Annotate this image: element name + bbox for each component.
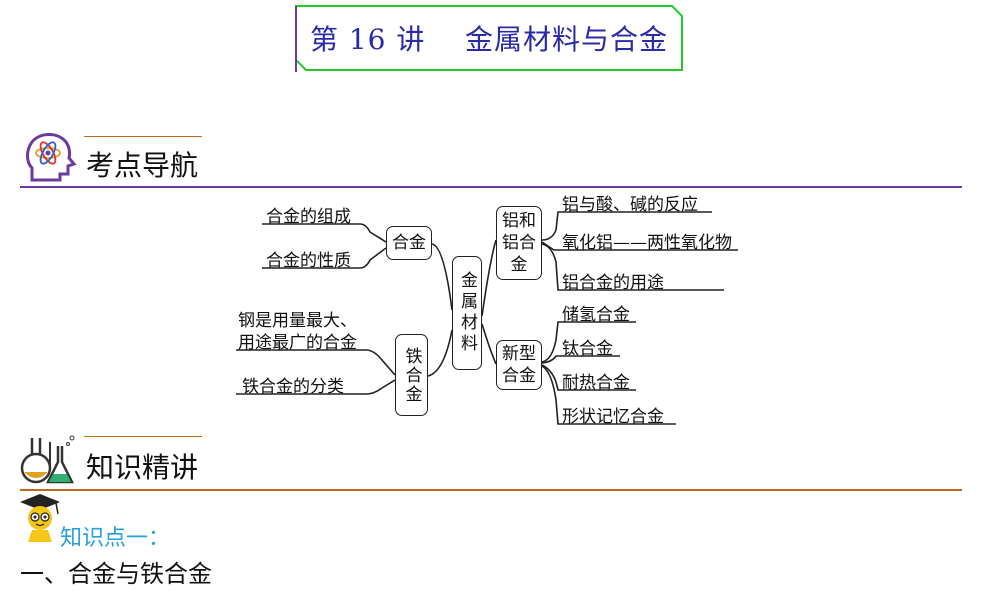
head-atom-icon <box>26 133 77 182</box>
leaf-alumina: 氧化铝——两性氧化物 <box>562 233 732 253</box>
guide-rule <box>20 186 962 188</box>
leaf-steel-line1: 钢是用量最大、 <box>238 311 357 331</box>
leaf-al-alloy-use: 铝合金的用途 <box>562 273 664 293</box>
lab-flask-icon <box>20 435 75 484</box>
node-center-label: 金属材料 <box>457 271 477 355</box>
leaf-heat-resistant: 耐热合金 <box>562 373 630 393</box>
node-aluminum-label: 铝和铝合金 <box>502 211 536 275</box>
leaf-iron-classification: 铁合金的分类 <box>242 377 344 397</box>
heading-alloy-iron: 一、合金与铁合金 <box>20 560 212 588</box>
node-iron-alloy-label: 铁合金 <box>401 346 422 404</box>
leaf-shape-memory: 形状记忆合金 <box>562 407 664 427</box>
leaf-alloy-properties: 合金的性质 <box>266 251 351 271</box>
guide-underline-top <box>84 136 202 137</box>
node-center: 金属材料 <box>452 256 482 370</box>
node-new-alloy: 新型合金 <box>496 340 542 390</box>
knowledge-point-label: 知识点一： <box>60 526 171 551</box>
scholar-mascot-icon <box>20 494 60 542</box>
knowledge-underline-top <box>84 436 202 437</box>
leaf-steel-line2: 用途最广的合金 <box>238 333 357 353</box>
title-frame <box>295 5 683 72</box>
leaf-titanium: 钛合金 <box>562 339 613 359</box>
leaf-al-acid-base: 铝与酸、碱的反应 <box>562 195 698 215</box>
node-new-alloy-label: 新型合金 <box>502 344 536 386</box>
page-title: 第 16 讲 金属材料与合金 <box>309 23 669 56</box>
leaf-hydrogen-storage: 储氢合金 <box>562 305 630 325</box>
section-title-knowledge: 知识精讲 <box>86 451 199 484</box>
section-title-guide: 考点导航 <box>86 149 199 182</box>
leaf-alloy-composition: 合金的组成 <box>266 207 351 227</box>
node-aluminum: 铝和铝合金 <box>496 206 542 280</box>
node-alloy: 合金 <box>386 226 432 260</box>
knowledge-rule <box>20 489 962 491</box>
node-iron-alloy: 铁合金 <box>395 334 428 416</box>
